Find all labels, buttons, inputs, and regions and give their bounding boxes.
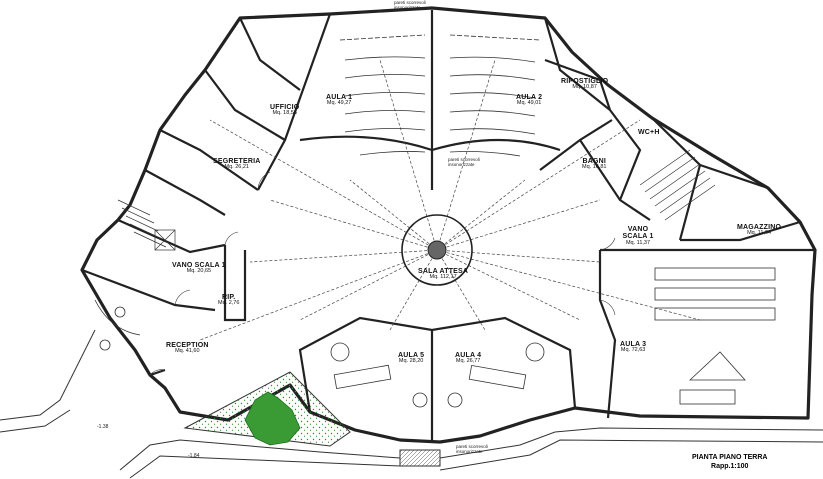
room-name: MAGAZZINO [737, 224, 782, 231]
room-label-aula-4: AULA 4 Mq. 26,77 [455, 352, 481, 365]
seating-aula-1-2 [339, 34, 541, 157]
tables-aula-4-5 [330, 342, 545, 408]
room-area: Mq. 49,27 [326, 100, 352, 107]
room-label-aula-1: AULA 1 Mq. 49,27 [326, 94, 352, 107]
note-partition-top: pareti scorrevoli insonorizzate [394, 0, 426, 10]
garden [183, 371, 351, 447]
room-name: BAGNI [582, 158, 607, 165]
room-label-bagni: BAGNI Mq. 16,81 [582, 158, 606, 171]
elevation-left: -1.38 [97, 424, 109, 430]
room-area: Mq. 16,81 [582, 164, 607, 171]
room-name: AULA 2 [516, 94, 543, 101]
drawing-title: PIANTA PIANO TERRA [692, 454, 768, 461]
central-column [401, 214, 473, 286]
room-area: Mq. 49,01 [516, 100, 542, 107]
room-label-aula-2: AULA 2 Mq. 49,01 [516, 94, 542, 107]
reception-furniture [94, 299, 141, 351]
drawing-scale: Rapp.1:100 [711, 463, 749, 470]
stairs-left [117, 199, 176, 251]
room-area: Mq. 10,87 [572, 84, 597, 91]
elevation-bottom: -1.84 [188, 453, 200, 459]
room-label-ufficio: UFFICIO Mq. 18,55 [270, 104, 299, 117]
tables-aula-3 [654, 267, 776, 405]
note-partition-bottom: pareti scorrevoli insonorizzate [456, 444, 488, 454]
room-area: Mq. 20,65 [186, 268, 212, 275]
radial-sightlines [199, 59, 701, 341]
room-label-segreteria: SEGRETERIA Mq. 26,21 [213, 158, 261, 171]
room-label-magazzino: MAGAZZINO Mq. 11,04 [737, 224, 781, 237]
outer-walls [80, 6, 817, 444]
stairs-right [639, 149, 716, 221]
room-area: Mq. 11,04 [747, 230, 772, 237]
room-label-sala-attesa: SALA ATTESA Mq. 112,17 [418, 268, 468, 281]
room-label-wch: WC+H [638, 129, 660, 136]
room-name: VANO SCALA 1 [172, 262, 226, 269]
room-name: SALA ATTESA [418, 268, 469, 275]
room-area: Mq. 26,21 [224, 164, 249, 171]
room-name: RIP. [221, 294, 236, 301]
room-name: RECEPTION [166, 342, 209, 349]
room-label-vano-scala-right: VANO SCALA 1 Mq. 11,37 [618, 226, 658, 246]
room-label-rip: RIP. Mq. 2,76 [218, 294, 239, 307]
room-area: Mq. 26,77 [455, 358, 481, 365]
interior-walls [81, 10, 815, 442]
room-label-ripostiglio: RIPOSTIGLIO Mq. 10,87 [561, 78, 608, 91]
room-label-vano-scala-left: VANO SCALA 1 Mq. 20,65 [172, 262, 226, 275]
room-name: SEGRETERIA [213, 158, 261, 165]
room-name: WC+H [638, 129, 660, 136]
room-name: VANO SCALA 1 [622, 226, 654, 241]
room-area: Mq. 2,76 [218, 300, 240, 307]
title-block: PIANTA PIANO TERRA Rapp.1:100 [692, 454, 767, 470]
room-label-aula-5: AULA 5 Mq. 28,20 [398, 352, 424, 365]
room-area: Mq. 28,20 [398, 358, 424, 365]
doors [149, 171, 616, 376]
room-name: RIPOSTIGLIO [561, 78, 609, 85]
room-area: Mq. 18,55 [272, 110, 297, 117]
room-area: Mq. 41,60 [175, 348, 200, 355]
room-name: UFFICIO [270, 104, 300, 111]
room-label-reception: RECEPTION Mq. 41,60 [166, 342, 209, 355]
room-name: AULA 1 [326, 94, 353, 101]
room-area: Mq. 72,63 [620, 347, 646, 354]
room-name: AULA 4 [455, 352, 482, 359]
room-area: Mq. 112,17 [429, 274, 457, 281]
note-partition-center: pareti scorrevoli insonorizzate [448, 157, 480, 167]
room-area: Mq. 11,37 [625, 239, 651, 246]
room-name: AULA 5 [398, 352, 425, 359]
room-label-aula-3: AULA 3 Mq. 72,63 [620, 341, 646, 354]
site-lines [0, 329, 823, 479]
room-name: AULA 3 [620, 341, 647, 348]
